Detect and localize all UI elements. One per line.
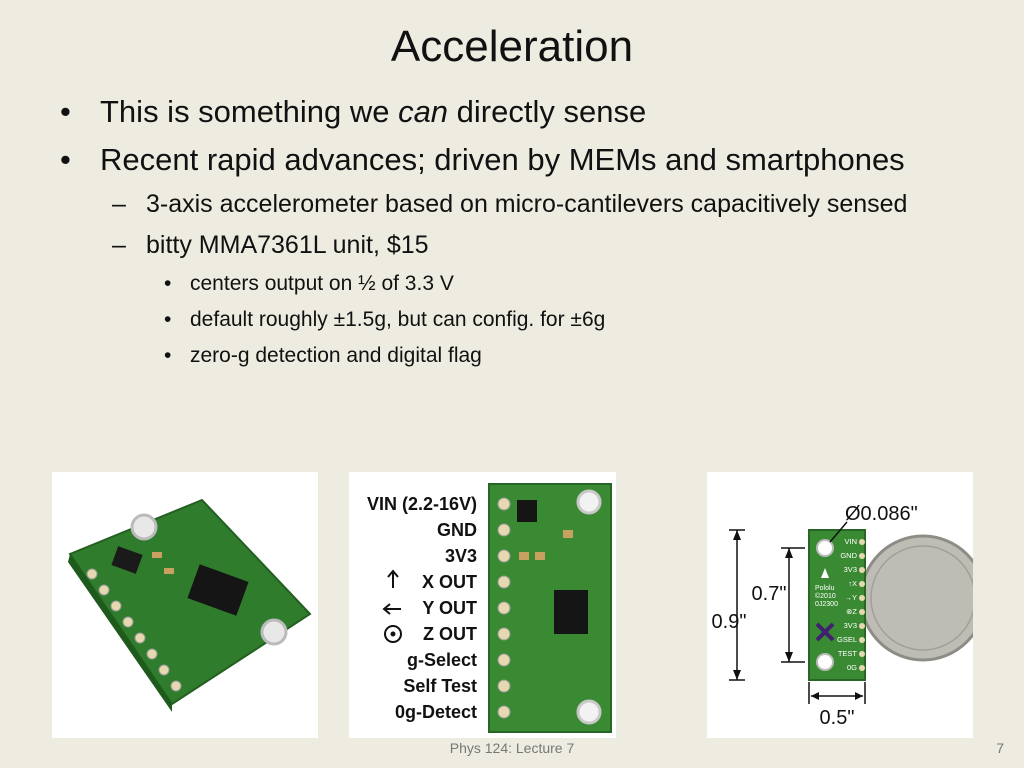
svg-text:⊗Z: ⊗Z	[846, 607, 857, 616]
svg-text:Pololu: Pololu	[815, 585, 835, 592]
svg-text:3V3: 3V3	[844, 565, 857, 574]
bullet-list: This is something we can directly sense …	[60, 92, 960, 378]
slide-title: Acceleration	[390, 22, 634, 71]
sub-bullet-1: 3-axis accelerometer based on micro-cant…	[60, 188, 960, 221]
svg-text:3V3: 3V3	[844, 621, 857, 630]
pin-label-gnd: GND	[437, 520, 477, 540]
svg-text:©2010: ©2010	[815, 592, 836, 600]
arrow-left-head-icon	[382, 603, 391, 615]
pin-label-xout: X OUT	[422, 572, 477, 592]
svg-text:↑X: ↑X	[848, 579, 857, 588]
circle-dot-icon	[384, 625, 402, 643]
pinout-diagram: VIN (2.2-16V) GND 3V3 X OUT Y OUT Z OUT …	[349, 472, 616, 738]
pin-label-0gdetect: 0g-Detect	[395, 702, 477, 722]
pin-label-3v3: 3V3	[445, 546, 477, 566]
board-photo-angled	[52, 472, 318, 738]
svg-text:TEST: TEST	[838, 649, 858, 658]
svg-text:0J2300: 0J2300	[815, 601, 838, 608]
svg-text:0G: 0G	[847, 663, 857, 672]
dimensions-illustration: Pololu ©2010 0J2300 VIN GND 3V3 ↑X →Y ⊗Z…	[712, 503, 987, 729]
sub-sub-bullet-3: zero-g detection and digital flag	[60, 342, 960, 370]
pin-label-gselect: g-Select	[407, 650, 477, 670]
hole-diameter-label: Ø0.086"	[845, 503, 918, 525]
sub-sub-bullet-2: default roughly ±1.5g, but can config. f…	[60, 306, 960, 334]
page-number: 7	[996, 740, 1004, 756]
pin-label-yout: Y OUT	[422, 598, 477, 618]
pin-label-selftest: Self Test	[403, 676, 477, 696]
pin-label-vin: VIN (2.2-16V)	[367, 494, 477, 514]
board-angled-illustration	[68, 498, 312, 712]
bullet-2: Recent rapid advances; driven by MEMs an…	[60, 140, 960, 180]
svg-text:GND: GND	[840, 551, 857, 560]
svg-text:GSEL: GSEL	[837, 635, 857, 644]
svg-text:→Y: →Y	[844, 593, 857, 602]
sub-sub-bullet-1: centers output on ½ of 3.3 V	[60, 270, 960, 298]
pinout-illustration: VIN (2.2-16V) GND 3V3 X OUT Y OUT Z OUT …	[367, 483, 612, 733]
sub-bullet-2: bitty MMA7361L unit, $15	[60, 229, 960, 262]
coin-icon	[859, 534, 987, 662]
outer-height-label: 0.9"	[712, 611, 747, 633]
dimensions-diagram: Pololu ©2010 0J2300 VIN GND 3V3 ↑X →Y ⊗Z…	[707, 472, 987, 738]
arrow-up-head-icon	[387, 569, 399, 578]
width-label: 0.5"	[820, 707, 855, 729]
footer-lecture: Phys 124: Lecture 7	[449, 740, 575, 756]
svg-text:VIN: VIN	[844, 537, 857, 546]
bullet-1: This is something we can directly sense	[60, 92, 960, 132]
pin-label-zout: Z OUT	[423, 624, 477, 644]
inner-height-label: 0.7"	[752, 583, 787, 605]
